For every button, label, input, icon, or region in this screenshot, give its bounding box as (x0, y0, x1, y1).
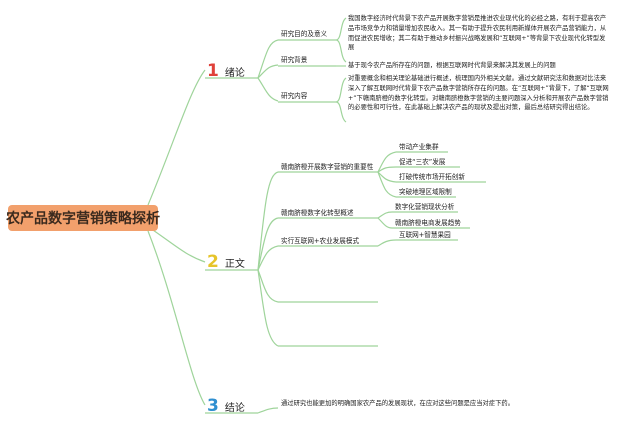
section-2-label: 正文 (224, 258, 245, 270)
connector-s2-importance (257, 171, 279, 271)
node-purpose[interactable]: 研究目的及意义 (281, 30, 328, 38)
connector-model-1 (377, 239, 397, 247)
bracket-s1-purpose (335, 17, 347, 63)
leaf-importance-3[interactable]: 打破传统市场开拓创新 (399, 173, 465, 181)
leaf-transformation-1[interactable]: 数字化营销现状分析 (395, 203, 455, 211)
section-2-number: 2 (207, 252, 219, 272)
connector-s2-transform (257, 217, 279, 271)
connector-s2-empty-2 (257, 269, 279, 347)
detail-conclusion: 通过研究也能更加的明确国家农产品的发展现状，在应对这些问题是应当对症下药。 (281, 400, 514, 407)
connector-root-s1 (147, 69, 206, 206)
connector-transform-2 (377, 217, 393, 229)
connector-s1-content (257, 77, 279, 102)
node-transformation[interactable]: 赣南脐橙数字化转型概述 (281, 209, 354, 217)
connector-s3-detail (257, 407, 279, 414)
leaf-importance-4[interactable]: 突破地理区域限制 (399, 188, 452, 196)
connector-transform-1 (377, 211, 393, 219)
node-background[interactable]: 研究背景 (281, 56, 308, 64)
section-3[interactable]: 3 结论 (207, 396, 245, 416)
section-1-number: 1 (207, 61, 219, 81)
leaf-transformation-2[interactable]: 赣南脐橙电商发展趋势 (395, 219, 461, 227)
connector-s1-purpose (257, 39, 279, 79)
connector-importance-4 (377, 171, 397, 198)
node-model[interactable]: 实行互联网+农业发展模式 (281, 237, 360, 245)
section-1[interactable]: 1 绪论 (207, 61, 245, 81)
connector-root-s2 (149, 227, 206, 263)
connector-importance-2 (377, 166, 397, 173)
section-3-number: 3 (207, 396, 219, 416)
node-importance[interactable]: 赣南脐橙开展数字营销的重要性 (281, 163, 374, 171)
leaf-importance-2[interactable]: 促进“三农”发展 (399, 158, 446, 166)
section-1-label: 绪论 (224, 67, 245, 79)
detail-purpose: 我国数字经济时代背景下农产品开展数字营销是推进农业现代化的必经之路，有利于提高农… (348, 15, 607, 52)
detail-content: 对重要概念和相关理论基础进行概述，梳理国内外相关文献。通过文献研究法和数据对比法… (348, 75, 609, 112)
leaf-model-1[interactable]: 互联网+智慧果园 (399, 231, 451, 239)
bracket-s1-content (335, 77, 347, 123)
connector-s2-model (257, 245, 279, 271)
connector-s2-empty-1 (257, 269, 279, 303)
section-2[interactable]: 2 正文 (207, 252, 245, 272)
section-3-label: 结论 (224, 402, 245, 414)
connector-importance-3 (377, 171, 397, 183)
connector-root-s3 (147, 230, 206, 406)
connector-importance-1 (377, 151, 397, 173)
root-title[interactable]: 农产品数字营销策略探析 (6, 205, 160, 231)
node-content[interactable]: 研究内容 (281, 92, 308, 100)
leaf-importance-1[interactable]: 带动产业集群 (399, 143, 439, 151)
detail-background: 基于现今农产品所存在的问题，根据互联网时代背景来解决其发展上的问题 (348, 62, 556, 69)
connector-s1-background (257, 64, 279, 79)
